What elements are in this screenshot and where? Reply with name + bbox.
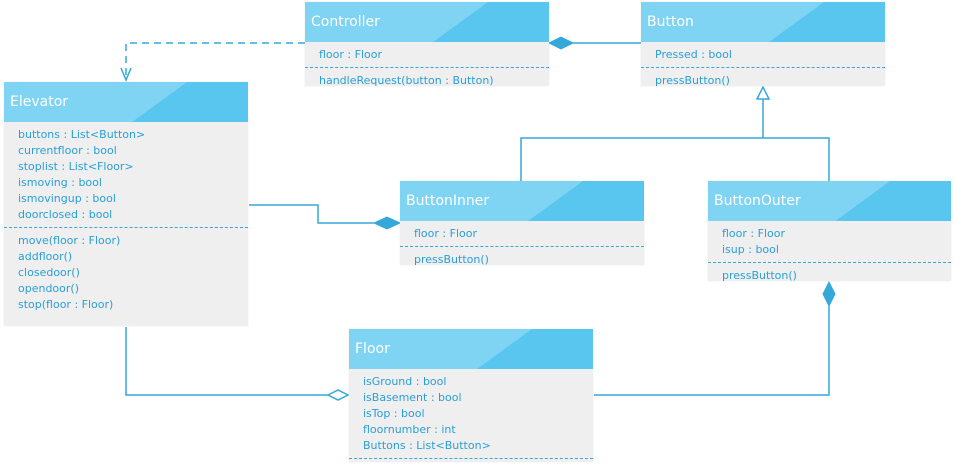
operations-section: handleRequest(button : Button)	[305, 67, 549, 93]
operations-section: pressButton()	[708, 262, 951, 288]
composition-line-elevator-buttoninner	[249, 204, 374, 224]
operation: pressButton()	[655, 74, 730, 87]
class-header: Elevator	[4, 82, 248, 122]
operation: pressButton()	[722, 269, 797, 282]
operation: stop(floor : Floor)	[18, 298, 114, 311]
attribute: ismoving : bool	[18, 176, 102, 189]
attribute: Pressed : bool	[655, 48, 732, 61]
aggregation-line	[125, 327, 328, 396]
attributes-section: buttons : List<Button> currentfloor : bo…	[4, 122, 248, 227]
class-header: Controller	[305, 2, 549, 42]
generalization-line	[520, 98, 830, 181]
attributes-section: floor : Floor	[305, 42, 549, 67]
operations-section: move(floor : Floor) addfloor() closedoor…	[4, 227, 248, 317]
class-controller[interactable]: Controller floor : Floor handleRequest(b…	[305, 2, 549, 87]
composition-diamond-controller	[547, 36, 575, 50]
class-buttoninner[interactable]: ButtonInner floor : Floor pressButton()	[400, 181, 644, 266]
class-elevator[interactable]: Elevator buttons : List<Button> currentf…	[4, 82, 248, 326]
class-header: Floor	[349, 329, 593, 369]
attributes-section: Pressed : bool	[641, 42, 885, 67]
class-header: ButtonInner	[400, 181, 644, 221]
class-name: ButtonInner	[406, 193, 490, 209]
attribute: isGround : bool	[363, 375, 447, 388]
attribute: floornumber : int	[363, 423, 456, 436]
composition-diamond-buttoninner	[372, 216, 402, 230]
class-name: Button	[647, 14, 694, 30]
composition-line-buttonouter-floor	[594, 306, 830, 396]
operation: addfloor()	[18, 250, 73, 263]
class-name: Elevator	[10, 94, 69, 110]
class-name: ButtonOuter	[714, 193, 801, 209]
attribute: isup : bool	[722, 243, 779, 256]
class-name: Controller	[311, 14, 380, 30]
attributes-section: isGround : bool isBasement : bool isTop …	[349, 369, 593, 458]
class-header: ButtonOuter	[708, 181, 951, 221]
attribute: floor : Floor	[414, 227, 477, 240]
dependency-arrowhead	[120, 67, 132, 82]
attribute: currentfloor : bool	[18, 144, 117, 157]
class-name: Floor	[355, 341, 390, 357]
operation: opendoor()	[18, 282, 79, 295]
attribute: isBasement : bool	[363, 391, 462, 404]
operations-section: pressButton()	[400, 246, 644, 272]
operation: handleRequest(button : Button)	[319, 74, 494, 87]
operation: pressButton()	[414, 253, 489, 266]
class-button[interactable]: Button Pressed : bool pressButton()	[641, 2, 885, 87]
aggregation-diamond	[326, 389, 350, 401]
operation: closedoor()	[18, 266, 80, 279]
attribute: isTop : bool	[363, 407, 425, 420]
attributes-section: floor : Floor	[400, 221, 644, 246]
class-header: Button	[641, 2, 885, 42]
composition-diamond-buttonouter	[822, 280, 836, 308]
dependency-line	[125, 42, 305, 80]
attribute: floor : Floor	[722, 227, 785, 240]
attribute: buttons : List<Button>	[18, 128, 146, 141]
class-floor[interactable]: Floor isGround : bool isBasement : bool …	[349, 329, 593, 462]
operations-section	[349, 458, 593, 468]
class-buttonouter[interactable]: ButtonOuter floor : Floor isup : bool pr…	[708, 181, 951, 282]
attribute: stoplist : List<Floor>	[18, 160, 134, 173]
operation: move(floor : Floor)	[18, 234, 121, 247]
attribute: ismovingup : bool	[18, 192, 116, 205]
attributes-section: floor : Floor isup : bool	[708, 221, 951, 262]
attribute: floor : Floor	[319, 48, 382, 61]
attribute: doorclosed : bool	[18, 208, 113, 221]
attribute: Buttons : List<Button>	[363, 439, 491, 452]
generalization-arrowhead	[755, 85, 771, 100]
operations-section: pressButton()	[641, 67, 885, 93]
